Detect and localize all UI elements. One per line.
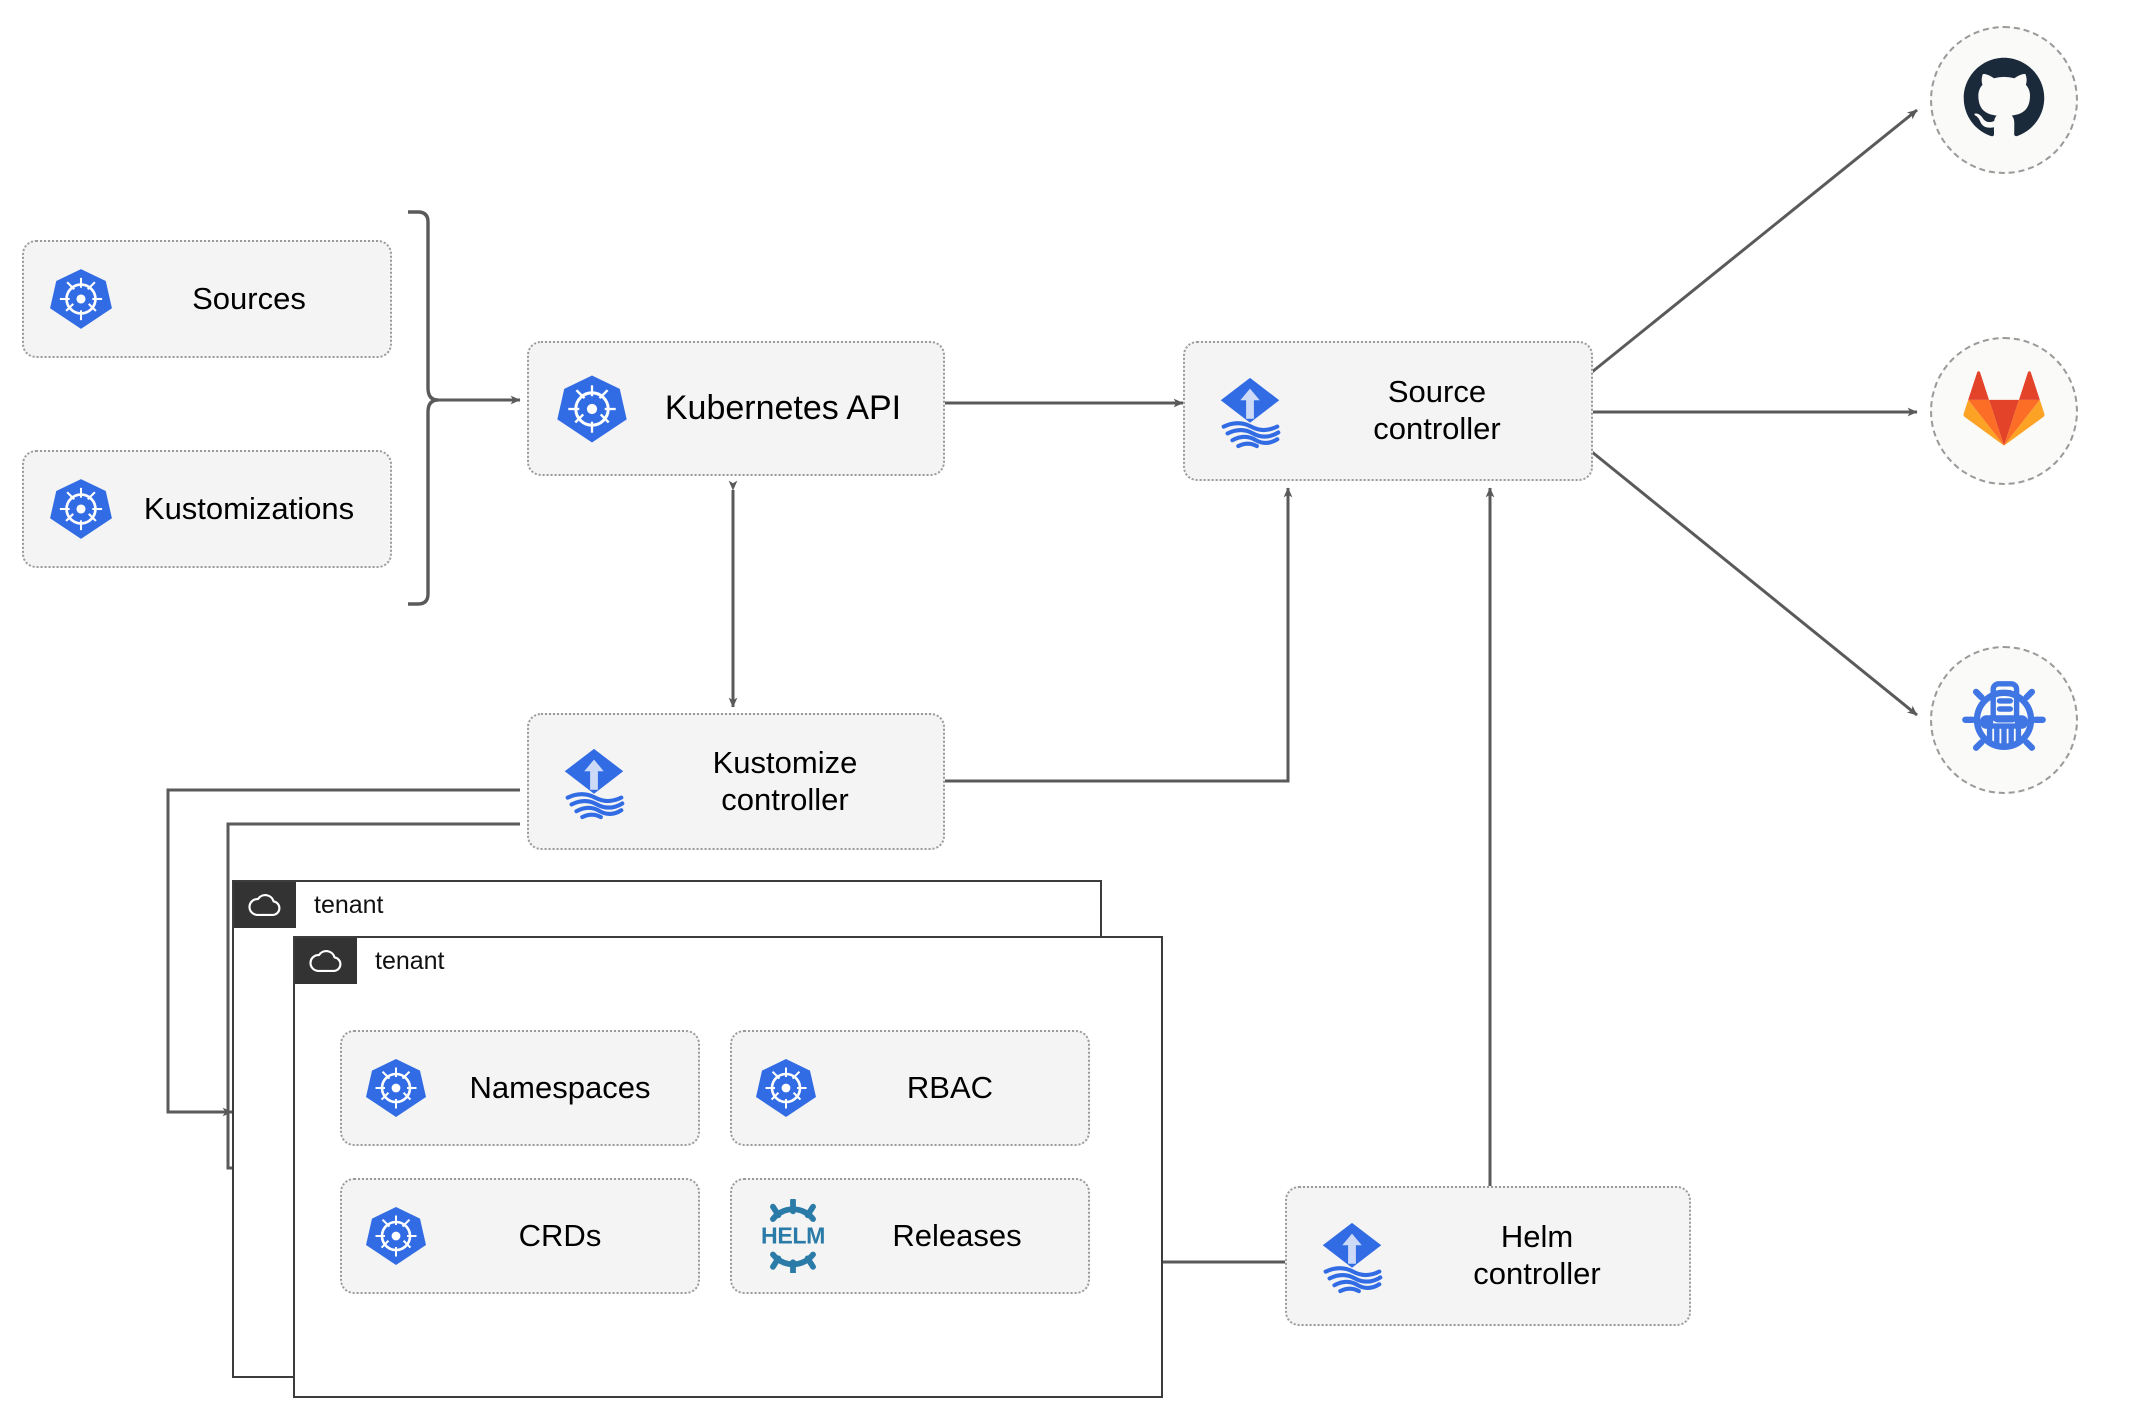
helm-repository-icon [1959,673,2049,768]
helm-icon: HELM [754,1199,832,1273]
node-kustomizations[interactable]: Kustomizations [22,450,392,568]
node-sources-label: Sources [192,280,306,316]
node-helm-controller-label: Helm controller [1473,1219,1601,1291]
tenant-window-2[interactable]: tenant Namespaces [293,936,1163,1398]
node-namespaces-label: Namespaces [469,1069,651,1105]
node-crds[interactable]: CRDs [340,1178,700,1294]
node-kubernetes-api-label: Kubernetes API [664,389,902,428]
node-kubernetes-api[interactable]: Kubernetes API [527,341,945,476]
node-kustomize-controller-label: Kustomize controller [712,744,858,817]
node-rbac-label: RBAC [906,1069,994,1105]
kubernetes-icon [555,372,629,446]
group-bracket [408,210,439,606]
flux-icon [1211,372,1289,450]
wire-kustomize-to-source [944,487,1293,783]
wire-source-to-github [1591,108,1918,374]
svg-text:HELM: HELM [761,1223,825,1249]
kubernetes-icon [754,1056,818,1120]
node-crds-label: CRDs [518,1217,602,1253]
node-source-controller-label: Source controller [1373,374,1501,446]
kubernetes-icon [48,476,114,542]
kubernetes-icon [364,1056,428,1120]
cloud-icon [295,938,357,984]
kubernetes-icon [364,1204,428,1268]
endpoint-helm-repository[interactable] [1930,646,2078,794]
tenant-1-titlebar: tenant [234,882,1100,928]
flux-icon [555,743,633,821]
tenant-2-titlebar: tenant [295,938,1161,984]
gitlab-icon [1962,369,2046,454]
wire-source-to-helmrepo [1591,450,1918,717]
node-helm-controller[interactable]: Helm controller [1285,1186,1691,1326]
node-releases-label: Releases [892,1217,1022,1253]
tenant-2-label: tenant [375,946,445,975]
node-kustomizations-label: Kustomizations [143,490,355,526]
node-sources[interactable]: Sources [22,240,392,358]
node-namespaces[interactable]: Namespaces [340,1030,700,1146]
tenant-1-label: tenant [314,890,384,919]
github-icon [1962,56,2046,145]
cloud-icon [234,882,296,928]
node-rbac[interactable]: RBAC [730,1030,1090,1146]
flux-icon [1313,1217,1391,1295]
node-source-controller[interactable]: Source controller [1183,341,1593,481]
kubernetes-icon [48,266,114,332]
node-kustomize-controller[interactable]: Kustomize controller [527,713,945,850]
endpoint-gitlab[interactable] [1930,337,2078,485]
node-releases[interactable]: HELM Releases [730,1178,1090,1294]
endpoint-github[interactable] [1930,26,2078,174]
